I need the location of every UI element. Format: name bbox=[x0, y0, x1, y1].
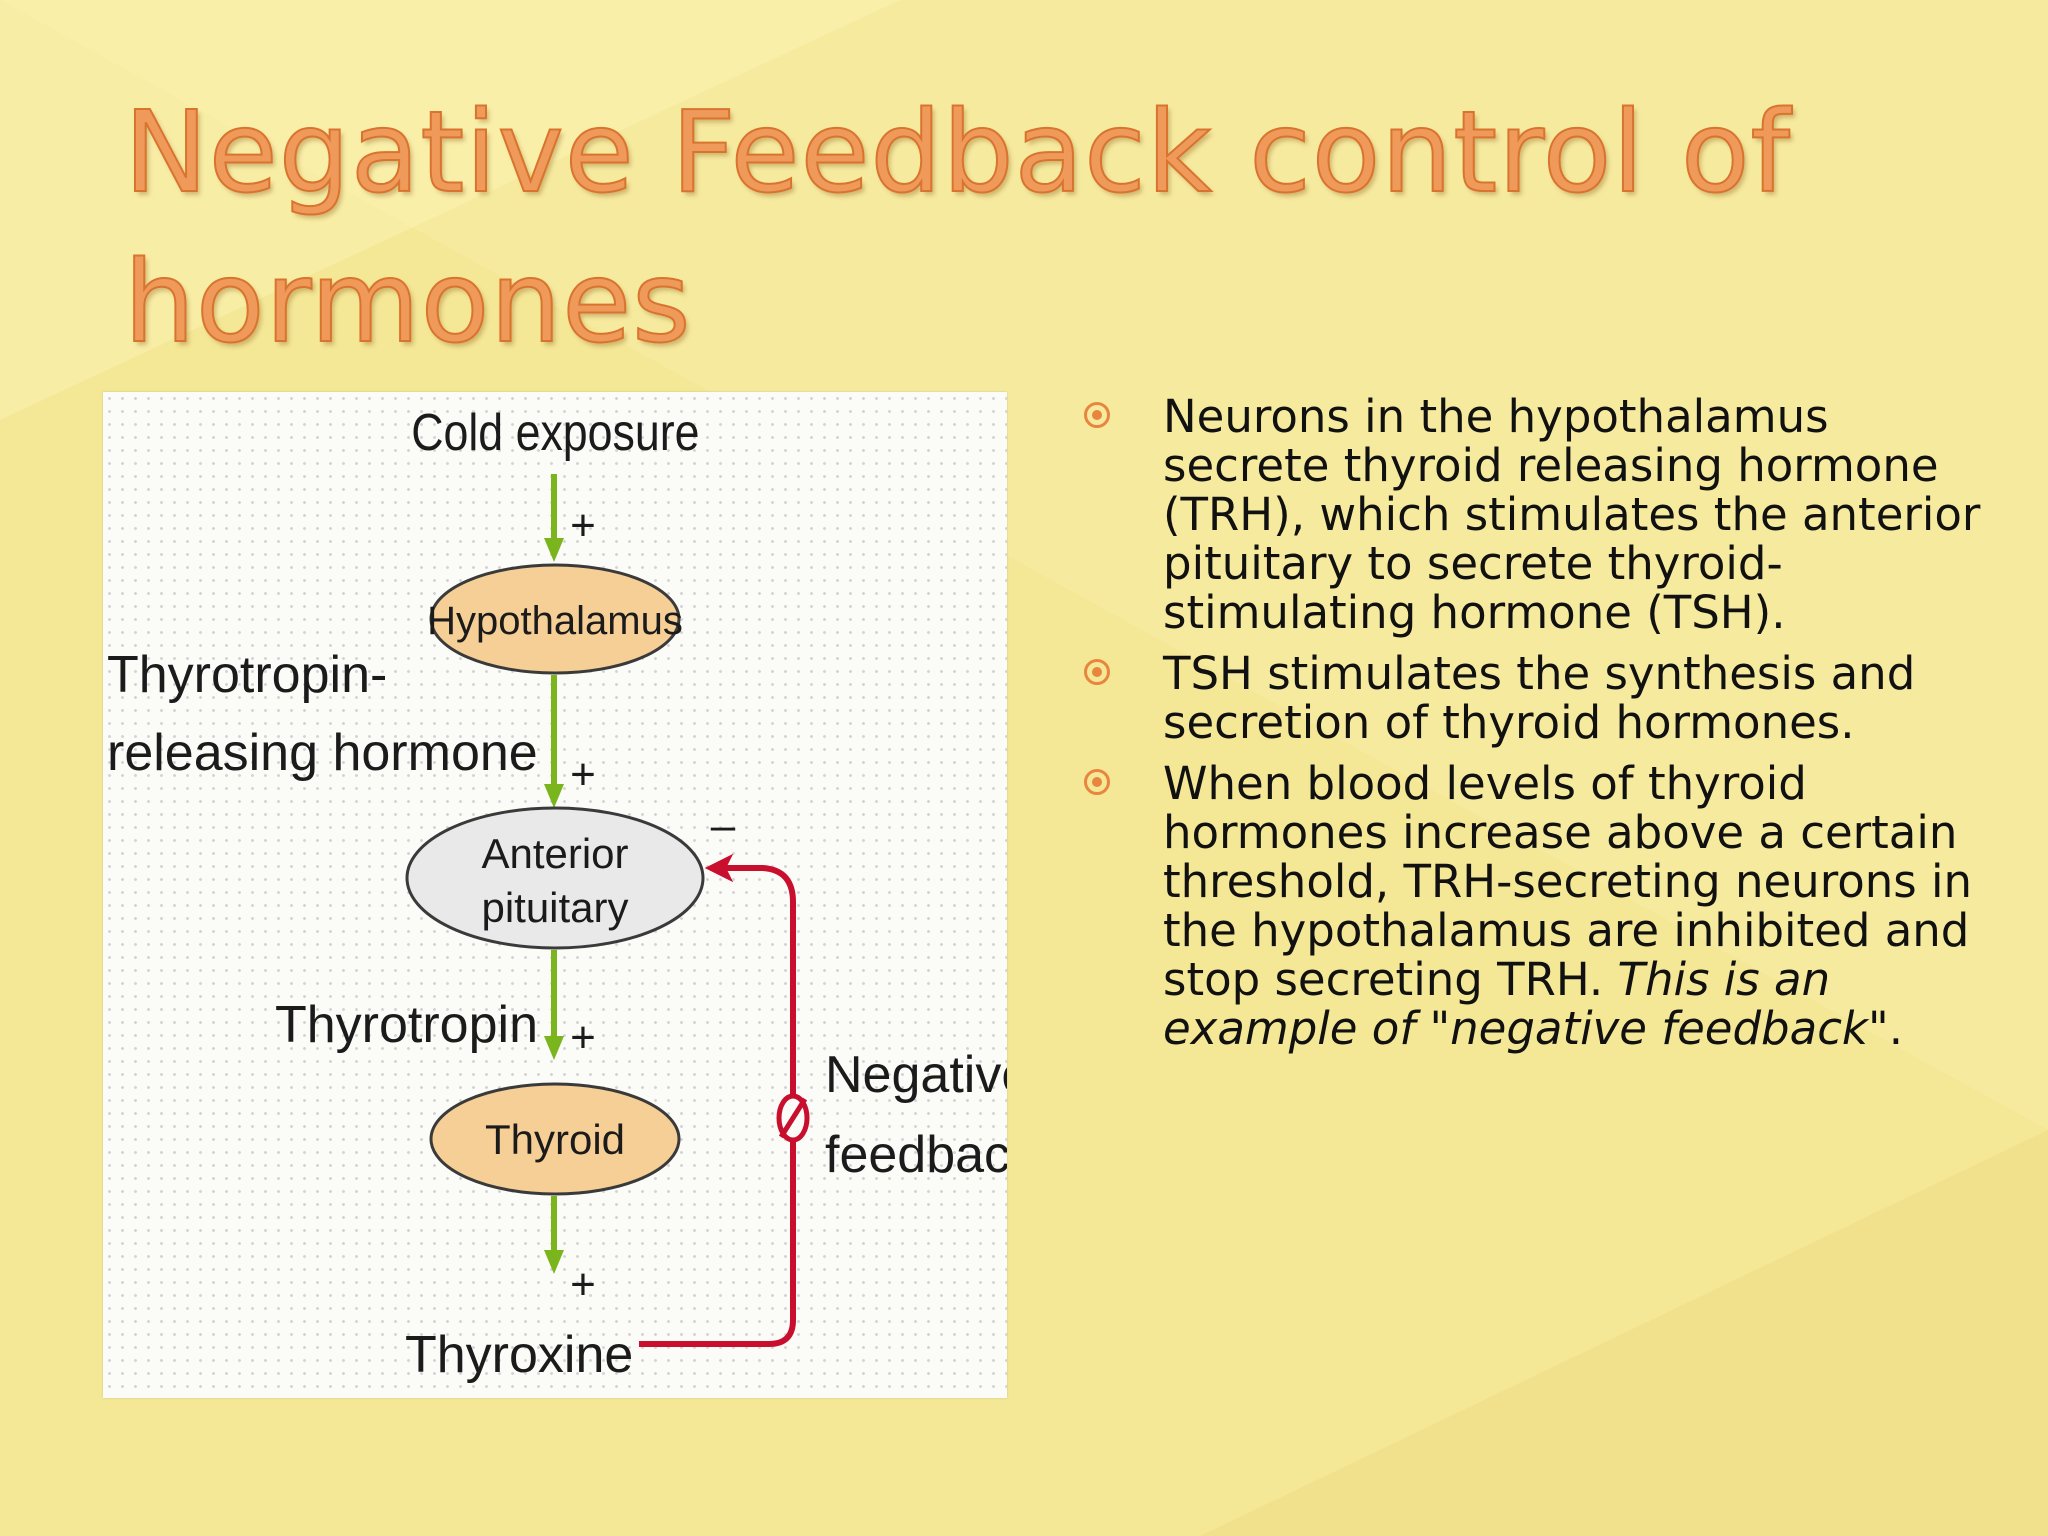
feedback-arrowhead bbox=[704, 853, 734, 883]
inhibition-icon bbox=[776, 1093, 810, 1143]
bullet-item: TSH stimulates the synthesis and secreti… bbox=[1080, 649, 2000, 747]
plus-sign-2: + bbox=[570, 750, 596, 799]
label-pituitary-line2: pituitary bbox=[481, 884, 628, 931]
bullet-marker-icon bbox=[1084, 769, 1110, 795]
bullet-text-suffix: ". bbox=[1868, 1002, 1904, 1055]
bullet-text: When blood levels of thyroid hormones in… bbox=[1163, 757, 1973, 1006]
arrowhead-2 bbox=[544, 784, 564, 808]
hypothalamus-node bbox=[429, 563, 681, 675]
label-thyroid: Thyroid bbox=[485, 1116, 625, 1163]
label-thyrotropin: Thyrotropin bbox=[275, 996, 538, 1054]
arrowhead-4 bbox=[544, 1250, 564, 1274]
feedback-loop-line bbox=[639, 865, 796, 1347]
label-trh-line2: releasing hormone bbox=[107, 724, 538, 782]
label-feedback-line1: Negative bbox=[825, 1046, 1007, 1104]
bullet-list: Neurons in the hypothalamus secrete thyr… bbox=[1080, 392, 2000, 1065]
bullet-item: When blood levels of thyroid hormones in… bbox=[1080, 759, 2000, 1053]
label-thyroxine: Thyroxine bbox=[405, 1326, 633, 1384]
bullet-text-italic: This is an example of "negative feedback bbox=[1163, 953, 1868, 1055]
label-feedback-line2: feedback bbox=[825, 1126, 1007, 1184]
label-pituitary-line1: Anterior bbox=[481, 830, 628, 877]
arrowhead-1 bbox=[544, 538, 564, 562]
anterior-pituitary-node bbox=[405, 806, 705, 950]
bullet-text: Neurons in the hypothalamus secrete thyr… bbox=[1163, 390, 1981, 639]
minus-sign: – bbox=[711, 801, 736, 850]
plus-sign-4: + bbox=[570, 1260, 596, 1309]
feedback-diagram-svg: Cold exposure + Hypothalamus Thyrotropin… bbox=[107, 404, 1007, 1384]
plus-sign-3: + bbox=[570, 1013, 596, 1062]
thyroid-node bbox=[429, 1082, 681, 1196]
label-trh-line1: Thyrotropin- bbox=[107, 646, 387, 704]
plus-sign-1: + bbox=[570, 501, 596, 550]
bullet-item: Neurons in the hypothalamus secrete thyr… bbox=[1080, 392, 2000, 637]
bullet-text-block: When blood levels of thyroid hormones in… bbox=[1163, 759, 2000, 1053]
feedback-diagram: Cold exposure + Hypothalamus Thyrotropin… bbox=[103, 392, 1007, 1398]
label-cold-exposure: Cold exposure bbox=[411, 404, 699, 462]
arrowhead-3 bbox=[544, 1036, 564, 1060]
bullet-marker-icon bbox=[1084, 659, 1110, 685]
label-hypothalamus: Hypothalamus bbox=[427, 599, 683, 643]
bullet-marker-icon bbox=[1084, 402, 1110, 428]
slide-title: Negative Feedback control of hormones bbox=[123, 87, 1791, 369]
bullet-text: TSH stimulates the synthesis and secreti… bbox=[1163, 647, 1916, 749]
